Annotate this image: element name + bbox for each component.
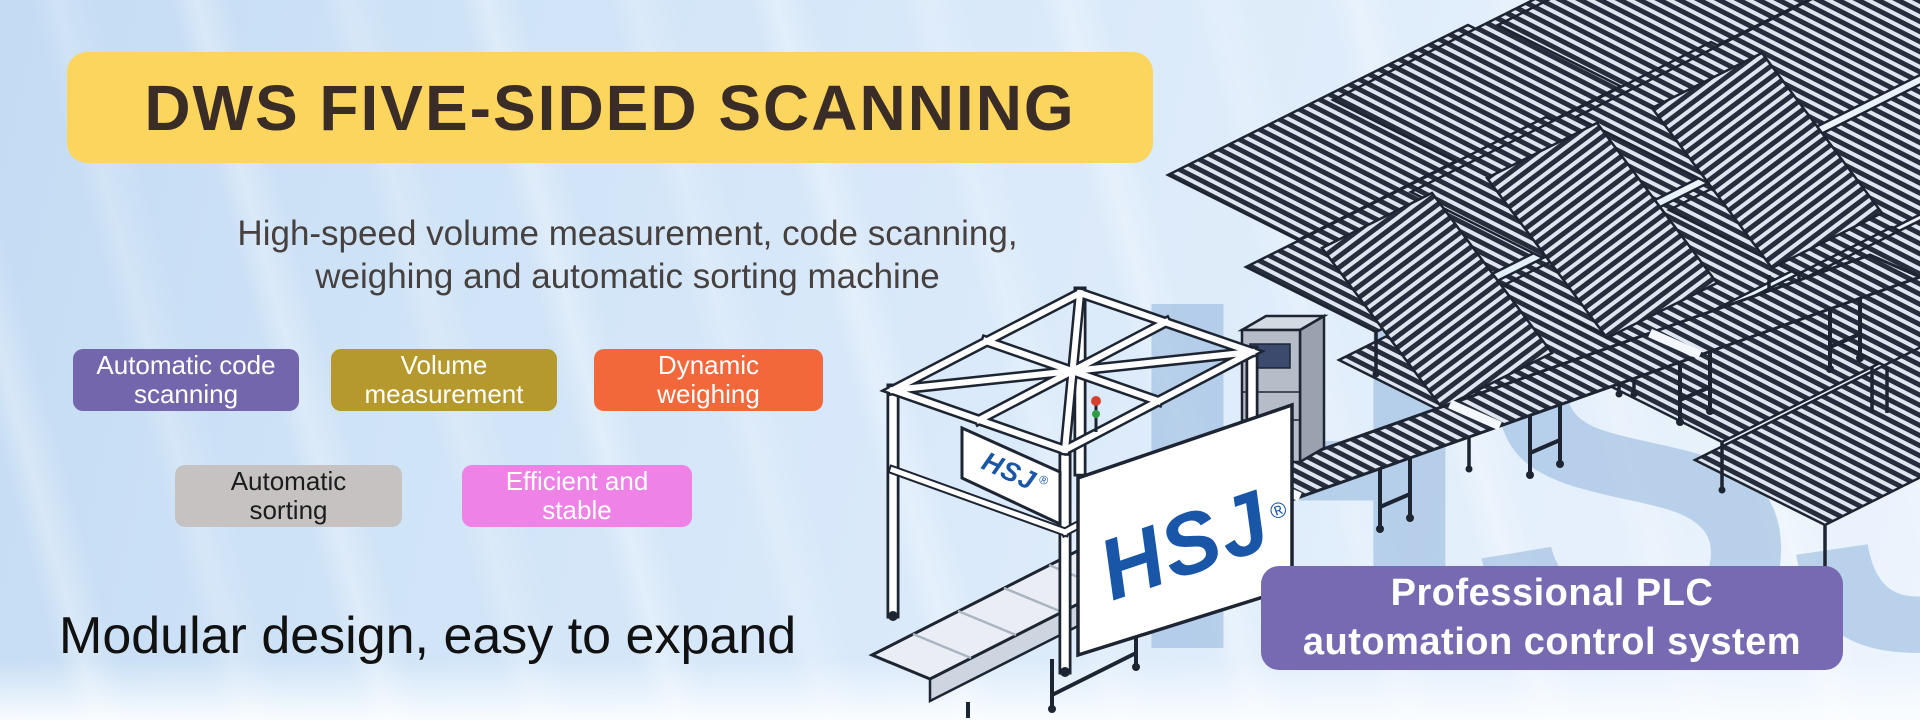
feature-badge-automatic-code-scanning: Automatic code scanning bbox=[73, 349, 299, 411]
plc-badge: Professional PLC automation control syst… bbox=[1261, 566, 1843, 670]
svg-text:®: ® bbox=[1267, 496, 1290, 525]
hsj-logo-small: HSJ ® bbox=[960, 425, 1062, 527]
badge-label-line2: stable bbox=[542, 495, 612, 525]
subtitle-line1: High-speed volume measurement, code scan… bbox=[237, 214, 1018, 253]
badge-label-line1: Efficient and bbox=[505, 465, 649, 496]
subtitle-line2: weighing and automatic sorting machine bbox=[315, 257, 940, 297]
badge-label-line2: scanning bbox=[133, 379, 239, 409]
badge-label-line2: sorting bbox=[249, 495, 328, 525]
hsj-logo-large: HSJ ® bbox=[1076, 402, 1294, 658]
badge-label-line1: Volume bbox=[400, 349, 488, 380]
badge-label-line2: measurement bbox=[364, 379, 524, 409]
sorting-chutes bbox=[1320, 51, 1884, 410]
plc-badge-line1: Professional PLC bbox=[1390, 571, 1714, 614]
badge-label-line2: weighing bbox=[657, 379, 760, 409]
title-banner: DWS FIVE-SIDED SCANNING bbox=[67, 52, 1153, 163]
feature-badge-volume-measurement: Volume measurement bbox=[331, 349, 557, 411]
badge-label-line1: Automatic bbox=[230, 465, 347, 496]
subtitle: High-speed volume measurement, code scan… bbox=[135, 212, 1120, 299]
badge-label-line1: Dynamic bbox=[657, 349, 760, 380]
feature-badge-efficient-stable: Efficient and stable bbox=[462, 465, 692, 527]
page-title: DWS FIVE-SIDED SCANNING bbox=[144, 71, 1076, 144]
feature-badge-automatic-sorting: Automatic sorting bbox=[175, 465, 402, 527]
badge-label-line1: Automatic code bbox=[96, 349, 276, 380]
signal-light-icon bbox=[1091, 396, 1101, 432]
plc-badge-line2: automation control system bbox=[1302, 621, 1802, 663]
feature-badge-dynamic-weighing: Dynamic weighing bbox=[594, 349, 823, 411]
tagline: Modular design, easy to expand bbox=[59, 607, 797, 665]
